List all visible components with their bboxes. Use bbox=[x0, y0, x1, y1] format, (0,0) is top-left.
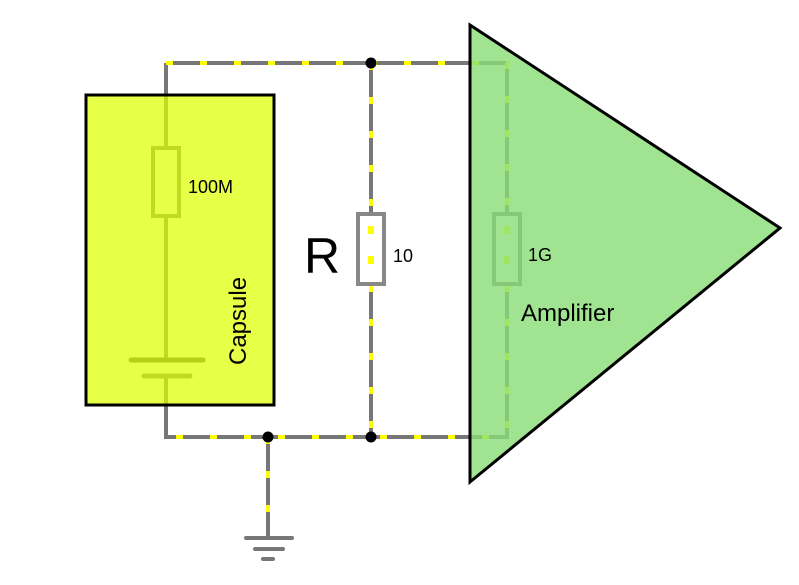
r-symbol-label: R bbox=[304, 228, 340, 284]
capsule-block[interactable]: Capsule 100M bbox=[84, 93, 276, 407]
r-capsule-value: 100M bbox=[188, 177, 233, 197]
junction-dot bbox=[365, 57, 377, 69]
junction-dot bbox=[365, 431, 377, 443]
amplifier-block[interactable]: 1G Amplifier bbox=[468, 22, 783, 486]
junction-dot bbox=[262, 431, 274, 443]
resistor-icon[interactable] bbox=[356, 212, 386, 286]
r-load-value: 10 bbox=[393, 246, 413, 266]
ground-icon bbox=[244, 536, 294, 561]
r-amp-value: 1G bbox=[528, 245, 552, 265]
capsule-label: Capsule bbox=[225, 277, 252, 365]
amplifier-label: Amplifier bbox=[521, 300, 614, 327]
